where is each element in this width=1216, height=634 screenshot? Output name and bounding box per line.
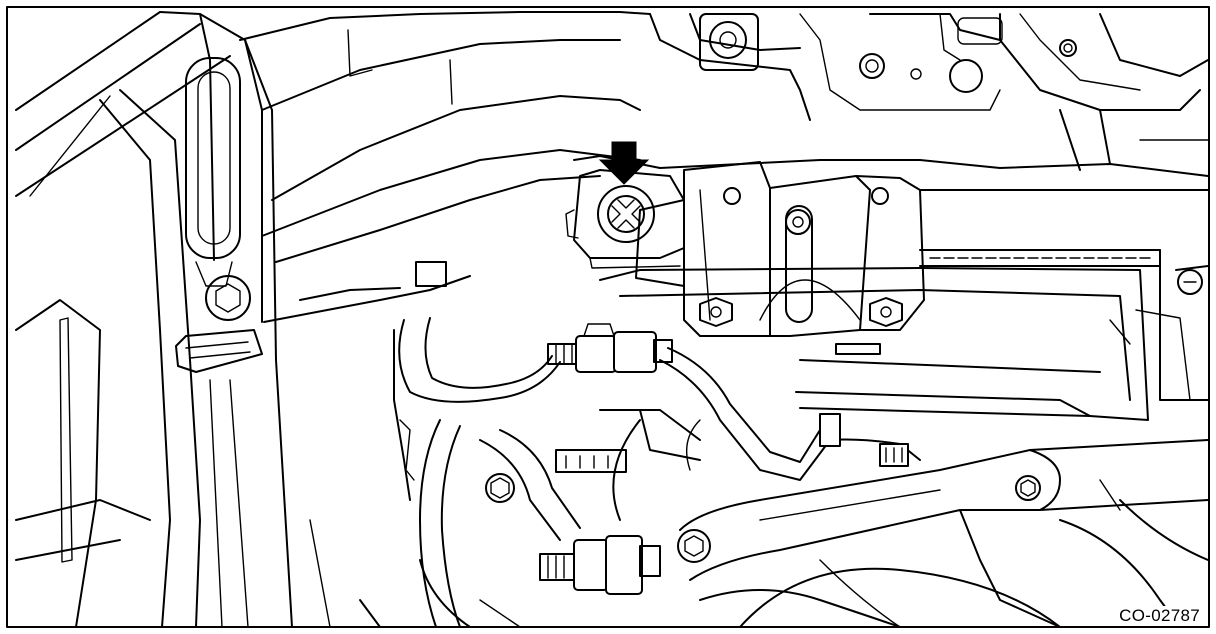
- cross-member: [573, 109, 1209, 401]
- indicated-bolt: [565, 169, 685, 269]
- figure-code-label: CO-02787: [1117, 606, 1202, 626]
- left-bolt: [205, 275, 251, 321]
- connector-lower: [539, 535, 661, 595]
- mount-bracket: [635, 161, 925, 337]
- left-latch: [175, 329, 263, 373]
- upper-body-contour: [239, 11, 1209, 263]
- top-grommets: [699, 13, 1077, 93]
- lower-pipe: [309, 419, 1181, 628]
- down-arrow-indicator: [598, 141, 650, 185]
- mid-left-details: [263, 275, 471, 501]
- bracket-nut-right: [869, 297, 903, 327]
- flange-bolt: [485, 473, 515, 503]
- left-body-panel: [15, 11, 293, 628]
- harness-clips: [415, 261, 909, 473]
- radiator-panel: [599, 267, 1191, 421]
- frame-border: [6, 6, 1210, 628]
- bracket-nut-left: [699, 297, 733, 327]
- connector-upper: [547, 323, 673, 373]
- wiring-harness: [398, 317, 921, 628]
- arm-bolt: [677, 475, 1041, 563]
- lower-bracket-arm: [679, 439, 1209, 628]
- left-door-handle: [185, 57, 241, 287]
